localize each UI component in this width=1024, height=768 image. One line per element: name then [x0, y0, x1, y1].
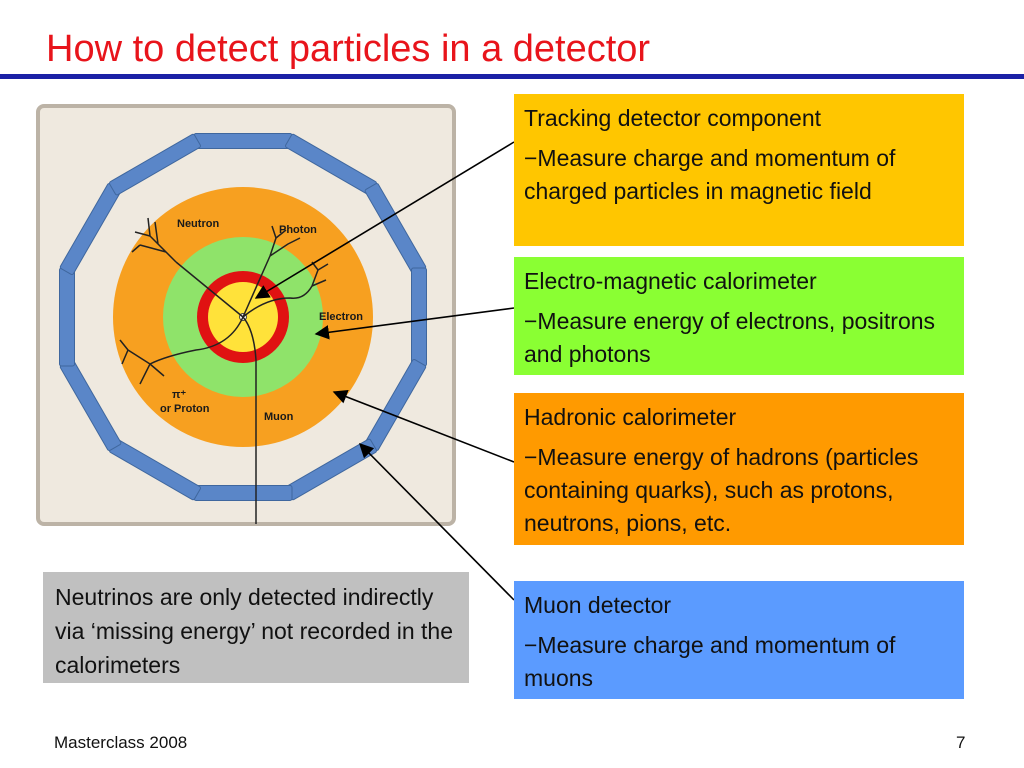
label-pion: π⁺ [172, 389, 186, 401]
arrow-muon [358, 442, 515, 601]
footer-text: Masterclass 2008 [54, 733, 188, 752]
arrow-hadronic [332, 389, 515, 463]
page-number: 7 [956, 733, 966, 752]
title-divider [0, 74, 1024, 79]
arrow-tracking [254, 141, 515, 299]
slide-title: How to detect particles in a detector [46, 28, 651, 70]
label-electron: Electron [319, 311, 363, 323]
tracking-box-title: Tracking detector component [524, 105, 822, 131]
muon-chambers [59, 133, 427, 501]
hadronic-box-title: Hadronic calorimeter [524, 404, 737, 430]
muon-chamber [109, 133, 201, 196]
label-muon: Muon [264, 411, 294, 423]
muon-chamber [59, 267, 75, 367]
label-photon: Photon [279, 224, 317, 236]
neutrino-note: Neutrinos are only detected indirectly v… [43, 572, 469, 683]
em-calorimeter-box: Electro-magnetic calorimeter −Measure en… [514, 257, 964, 375]
hadronic-calorimeter-box: Hadronic calorimeter −Measure energy of … [514, 393, 964, 545]
muon-chamber [193, 133, 293, 149]
arrow-em [314, 307, 515, 340]
muon-box-body: −Measure charge and momentum of muons [524, 632, 896, 691]
muon-chamber [193, 485, 293, 501]
muon-detector-box: Muon detector −Measure charge and moment… [514, 581, 964, 699]
em-box-title: Electro-magnetic calorimeter [524, 268, 817, 294]
label-neutron: Neutron [177, 218, 219, 230]
hadronic-box-body: −Measure energy of hadrons (particles co… [524, 444, 919, 536]
tracking-box-body: −Measure charge and momentum of charged … [524, 145, 896, 204]
em-box-body: −Measure energy of electrons, positrons … [524, 308, 936, 367]
muon-box-title: Muon detector [524, 592, 672, 618]
tracking-detector-box: Tracking detector component −Measure cha… [514, 94, 964, 246]
label-or-proton: or Proton [160, 403, 210, 415]
muon-chamber [411, 267, 427, 367]
